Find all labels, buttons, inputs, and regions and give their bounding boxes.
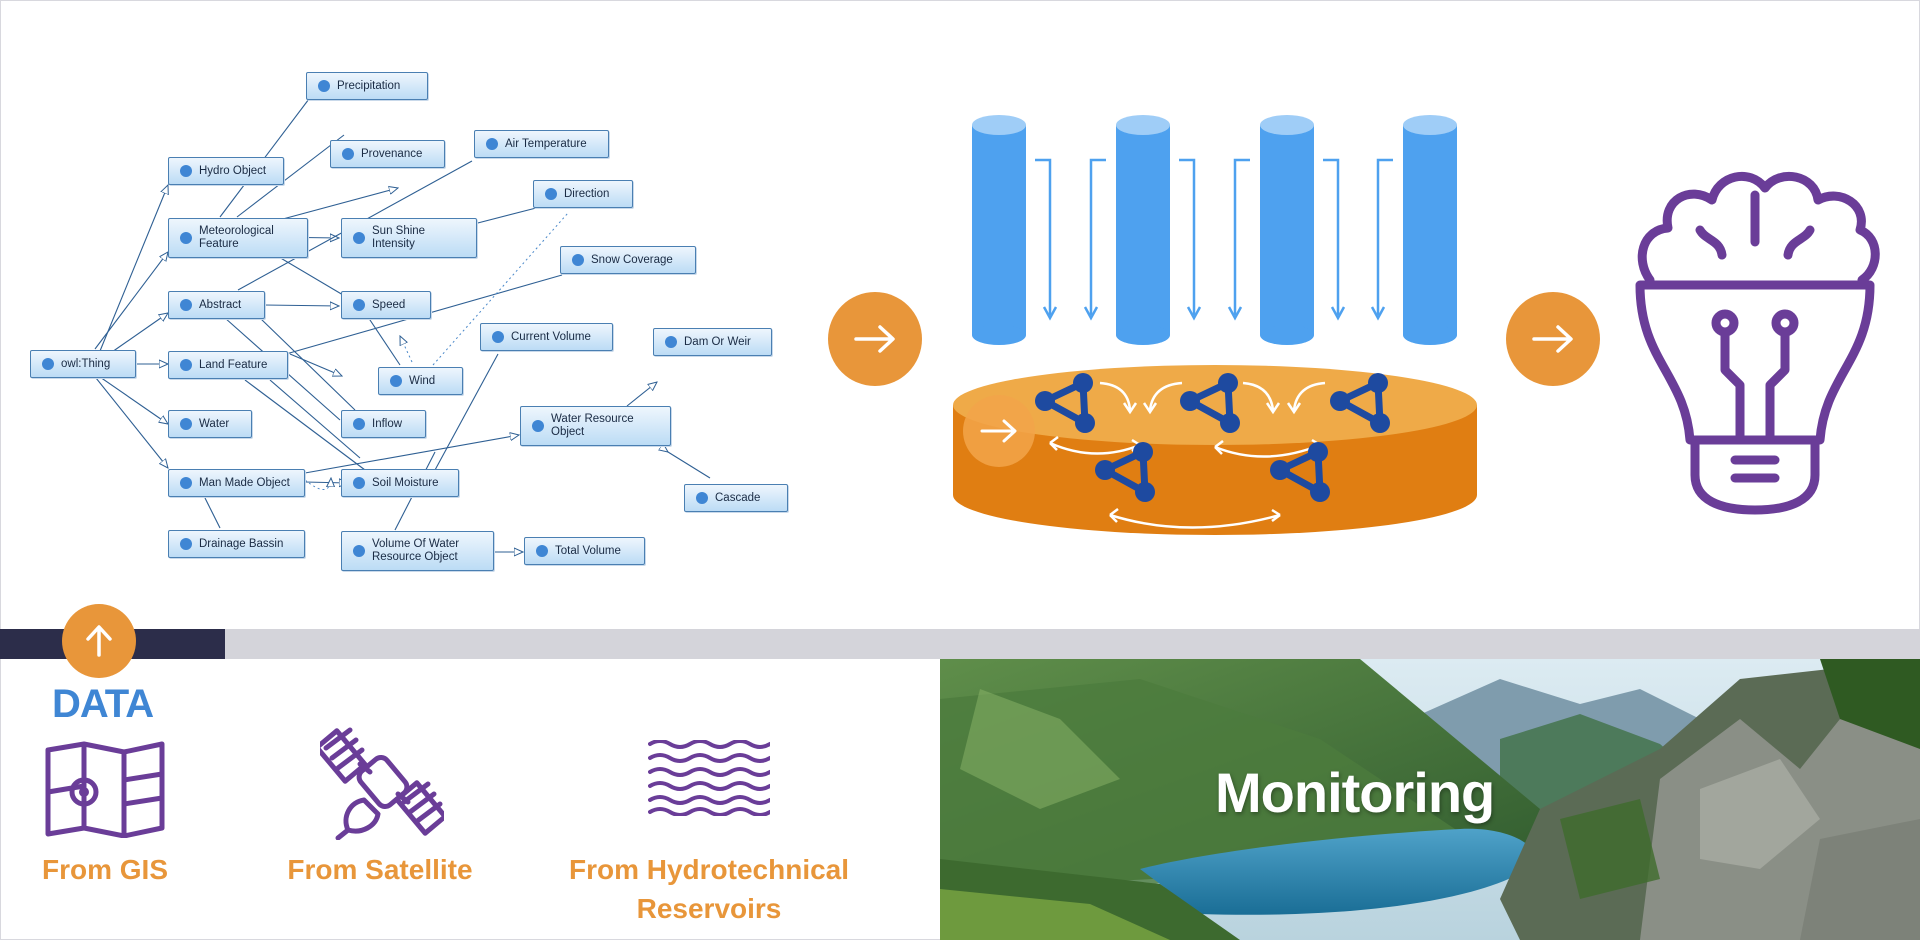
monitoring-label: Monitoring — [1215, 761, 1495, 824]
database-columns-icon — [972, 115, 1457, 345]
arrow-right-icon — [828, 292, 922, 386]
arrow-up-icon — [62, 604, 136, 678]
node-label: Current Volume — [511, 330, 591, 343]
node-air-temperature[interactable]: Air Temperature — [474, 130, 609, 158]
node-water-resource-object[interactable]: Water Resource Object — [520, 406, 671, 446]
source-label-satellite: From Satellite — [270, 850, 490, 889]
source-label-gis: From GIS — [40, 850, 170, 889]
node-speed[interactable]: Speed — [341, 291, 431, 319]
satellite-icon — [320, 727, 444, 840]
node-label: Total Volume — [555, 544, 621, 557]
node-soil-moisture[interactable]: Soil Moisture — [341, 469, 459, 497]
node-hydro-object[interactable]: Hydro Object — [168, 157, 284, 185]
class-dot-icon — [572, 254, 584, 266]
node-label: Inflow — [372, 417, 403, 430]
class-dot-icon — [390, 375, 402, 387]
node-label: owl:Thing — [61, 357, 111, 370]
class-dot-icon — [492, 331, 504, 343]
node-label: Water — [199, 417, 230, 430]
source-label-text: From Satellite — [287, 854, 473, 885]
node-label: Dam Or Weir — [684, 335, 751, 348]
node-abstract[interactable]: Abstract — [168, 291, 265, 319]
node-snow-coverage[interactable]: Snow Coverage — [560, 246, 696, 274]
node-label: Drainage Bassin — [199, 537, 284, 550]
class-dot-icon — [696, 492, 708, 504]
class-dot-icon — [342, 148, 354, 160]
node-label: Volume Of Water Resource Object — [372, 538, 460, 563]
node-label: Wind — [409, 374, 436, 387]
node-label: Man Made Object — [199, 476, 290, 489]
node-label: Snow Coverage — [591, 253, 673, 266]
node-water[interactable]: Water — [168, 410, 252, 438]
node-meteorological-feature[interactable]: Meteorological Feature — [168, 218, 308, 258]
class-dot-icon — [353, 232, 365, 244]
node-label: Precipitation — [337, 79, 401, 92]
class-dot-icon — [353, 477, 365, 489]
class-dot-icon — [665, 336, 677, 348]
section-divider — [225, 629, 1920, 659]
node-label: Abstract — [199, 298, 242, 311]
class-dot-icon — [180, 477, 192, 489]
node-label: Meteorological Feature — [199, 225, 274, 250]
node-provenance[interactable]: Provenance — [330, 140, 445, 168]
water-waves-icon — [648, 740, 770, 816]
class-dot-icon — [180, 165, 192, 177]
mountain-lake-image — [940, 659, 1920, 940]
class-dot-icon — [180, 418, 192, 430]
source-label-text: Reservoirs — [636, 893, 782, 924]
class-dot-icon — [545, 188, 557, 200]
node-inflow[interactable]: Inflow — [341, 410, 426, 438]
node-label: Air Temperature — [505, 137, 587, 150]
node-sun-shine-intensity[interactable]: Sun Shine Intensity — [341, 218, 477, 258]
class-dot-icon — [180, 232, 192, 244]
node-land-feature[interactable]: Land Feature — [168, 351, 288, 379]
arrow-right-icon — [1506, 292, 1600, 386]
node-label: Water Resource Object — [551, 413, 634, 438]
class-dot-icon — [353, 299, 365, 311]
monitoring-photo — [940, 659, 1920, 940]
node-total-volume[interactable]: Total Volume — [524, 537, 645, 565]
node-label: Provenance — [361, 147, 423, 160]
class-dot-icon — [42, 358, 54, 370]
knowledge-graph-platform-icon — [953, 365, 1477, 535]
class-dot-icon — [536, 545, 548, 557]
node-cascade[interactable]: Cascade — [684, 484, 788, 512]
node-label: Sun Shine Intensity — [372, 225, 426, 250]
source-label-text: From GIS — [41, 854, 168, 885]
class-dot-icon — [353, 545, 365, 557]
node-owl-thing[interactable]: owl:Thing — [30, 350, 136, 378]
node-wind[interactable]: Wind — [378, 367, 463, 395]
graph-node-icon — [1035, 373, 1390, 502]
node-man-made-object[interactable]: Man Made Object — [168, 469, 305, 497]
data-section-title: DATA — [52, 682, 154, 726]
map-icon — [45, 741, 165, 838]
node-current-volume[interactable]: Current Volume — [480, 323, 613, 351]
class-dot-icon — [180, 359, 192, 371]
node-volume-of-water-resource-object[interactable]: Volume Of Water Resource Object — [341, 531, 494, 571]
lightbulb-brain-icon — [1635, 171, 1880, 515]
class-dot-icon — [353, 418, 365, 430]
class-dot-icon — [180, 299, 192, 311]
node-direction[interactable]: Direction — [533, 180, 633, 208]
node-precipitation[interactable]: Precipitation — [306, 72, 428, 100]
node-drainage-bassin[interactable]: Drainage Bassin — [168, 530, 305, 558]
node-label: Land Feature — [199, 358, 268, 371]
node-dam-or-weir[interactable]: Dam Or Weir — [653, 328, 772, 356]
class-dot-icon — [486, 138, 498, 150]
node-label: Direction — [564, 187, 610, 200]
node-label: Hydro Object — [199, 164, 267, 177]
node-label: Speed — [372, 298, 406, 311]
class-dot-icon — [180, 538, 192, 550]
class-dot-icon — [318, 80, 330, 92]
node-label: Soil Moisture — [372, 476, 439, 489]
class-dot-icon — [532, 420, 544, 432]
source-label-text: From Hydrotechnical — [568, 854, 850, 885]
node-label: Cascade — [715, 491, 761, 504]
